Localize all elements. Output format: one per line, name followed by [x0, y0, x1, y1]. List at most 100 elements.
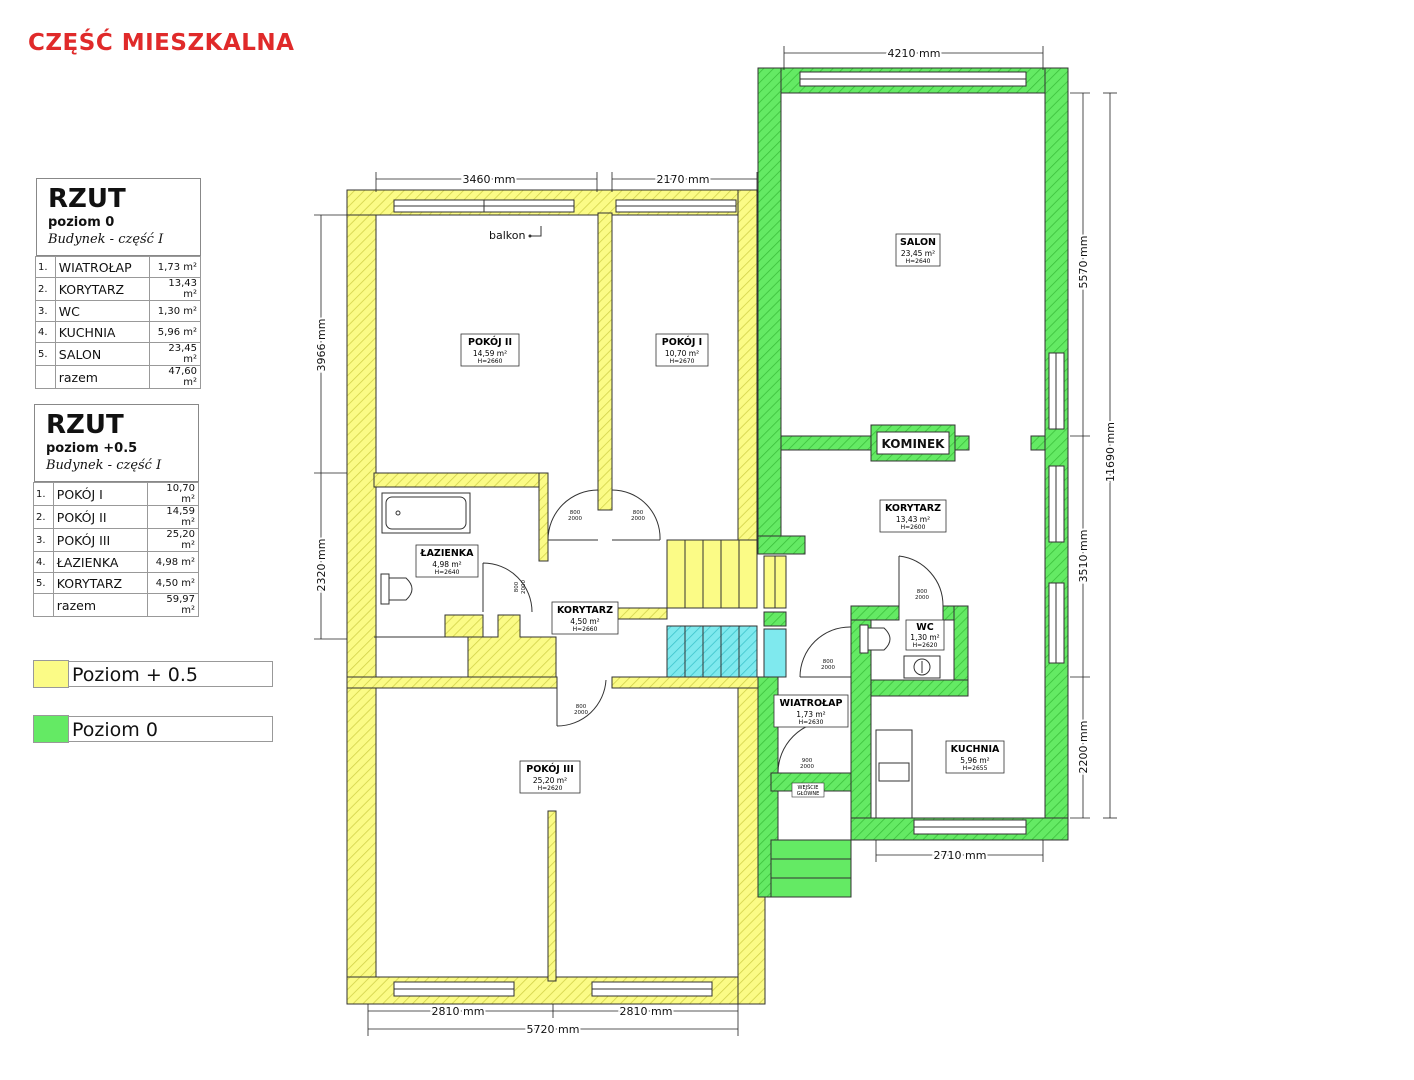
room-name: KUCHNIA: [951, 744, 1000, 755]
door-height: 2000: [521, 580, 527, 594]
dim-bottom-total: 5720 mm: [527, 1023, 580, 1036]
room-name: KUCHNIA: [54, 321, 150, 343]
stairs-upper: [666, 539, 758, 609]
room-area: 13,43 m²: [896, 515, 930, 524]
door-icon: [547, 489, 599, 541]
room-area: 5,96 m²: [960, 756, 989, 765]
wall: [1030, 435, 1046, 451]
room-area: 23,45 m²: [901, 249, 935, 258]
door-icon: [611, 489, 661, 541]
wing-level-0: [757, 67, 1069, 898]
room-area: 4,98 m²: [432, 560, 461, 569]
room-label-wc: WC 1,30 m² H=2620: [905, 619, 945, 651]
dim-bottom-kitchen: 2710 mm: [934, 849, 987, 862]
door-icon: [799, 626, 852, 678]
room-name: POKÓJ I: [52, 482, 148, 506]
wall: [547, 810, 557, 982]
wall: [374, 614, 484, 638]
wall: [870, 679, 969, 697]
wall: [346, 676, 558, 689]
room-height: H=2620: [538, 785, 563, 792]
legend-level-0: Poziom 0: [33, 715, 273, 743]
room-name: POKÓJ II: [468, 336, 512, 348]
entrance-label-1: WEJŚCIE: [798, 784, 819, 791]
room-height: H=2660: [478, 358, 503, 365]
door-icon: [482, 562, 533, 613]
room-label-pokoj1: POKÓJ I 10,70 m² H=2670: [655, 333, 709, 367]
wall: [346, 189, 377, 1005]
room-height: H=2640: [906, 258, 931, 265]
room-label-wiatrolap: WIATROŁAP 1,73 m² H=2630: [773, 694, 849, 728]
rzut-card-level-05: RZUT poziom +0.5 Budynek - część I: [34, 404, 199, 482]
wall: [780, 435, 872, 451]
dim-bottom-left: 2810 mm: [432, 1005, 485, 1018]
entrance-steps: [770, 839, 852, 898]
room-area: 10,70 m²: [665, 349, 699, 358]
legend-swatch-yellow: [33, 660, 69, 688]
dim-left-lower: 2320 mm: [315, 539, 328, 592]
room-height: H=2655: [963, 765, 988, 772]
door-height: 2000: [568, 516, 582, 522]
room-name: WIATROŁAP: [780, 698, 843, 709]
room-name: KORYTARZ: [557, 605, 613, 616]
stairs-lower: [666, 625, 758, 678]
rzut-title: RZUT: [46, 410, 124, 440]
rzut-building: Budynek - część I: [48, 232, 164, 247]
room-name: KORYTARZ: [52, 572, 148, 594]
room-label-korytarz05: KORYTARZ 4,50 m² H=2660: [551, 601, 619, 635]
room-area: 4,50 m²: [570, 617, 599, 626]
door-width: 800: [633, 510, 644, 516]
room-name: KORYTARZ: [885, 503, 941, 514]
wall: [1044, 67, 1069, 841]
page-title: CZĘŚĆ MIESZKALNA: [28, 30, 295, 56]
dim-left-upper: 3966 mm: [315, 319, 328, 372]
door-width: 900: [802, 758, 813, 764]
room-height: H=2640: [435, 569, 460, 576]
room-height: H=2630: [799, 719, 824, 726]
dim-bottom-right: 2810 mm: [620, 1005, 673, 1018]
wing-level-05: [346, 189, 787, 1005]
door-width: 800: [514, 581, 520, 592]
room-area: 13,43 m²: [148, 277, 202, 301]
rzut-card-level-0: RZUT poziom 0 Budynek - część I: [36, 178, 201, 256]
room-label-pokoj2: POKÓJ II 14,59 m² H=2660: [460, 333, 520, 367]
total-area: 47,60 m²: [148, 365, 202, 389]
legend-label: Poziom 0: [69, 716, 273, 742]
room-name: ŁAZIENKA: [419, 548, 474, 559]
door-height: 2000: [915, 595, 929, 601]
room-name: SALON: [900, 237, 936, 248]
legend-swatch-green: [33, 715, 69, 743]
room-area: 14,59 m²: [473, 349, 507, 358]
room-label-korytarz0: KORYTARZ 13,43 m² H=2600: [879, 499, 947, 533]
room-area: 1,30 m²: [910, 633, 939, 642]
door-height: 2000: [821, 665, 835, 671]
room-name: POKÓJ I: [662, 336, 702, 348]
door-height: 2000: [574, 710, 588, 716]
room-height: H=2670: [670, 358, 695, 365]
total-label: razem: [52, 593, 148, 617]
room-name: WC: [916, 622, 933, 633]
room-name: SALON: [54, 342, 150, 366]
room-area: 25,20 m²: [533, 776, 567, 785]
room-label-kuchnia: KUCHNIA 5,96 m² H=2655: [945, 740, 1005, 774]
room-area: 10,70 m²: [146, 482, 200, 506]
door-width: 800: [576, 704, 587, 710]
room-label-pokoj3: POKÓJ III 25,20 m² H=2620: [519, 760, 581, 794]
basin-icon: [903, 655, 941, 679]
rzut-building: Budynek - część I: [46, 458, 162, 473]
room-area: 25,20 m²: [146, 528, 200, 552]
door-width: 800: [917, 589, 928, 595]
wall: [611, 607, 668, 620]
stairs-lower-side: [763, 628, 787, 678]
room-area: 1,73 m²: [796, 710, 825, 719]
legend-label: Poziom + 0.5: [69, 661, 273, 687]
wall: [850, 605, 900, 621]
